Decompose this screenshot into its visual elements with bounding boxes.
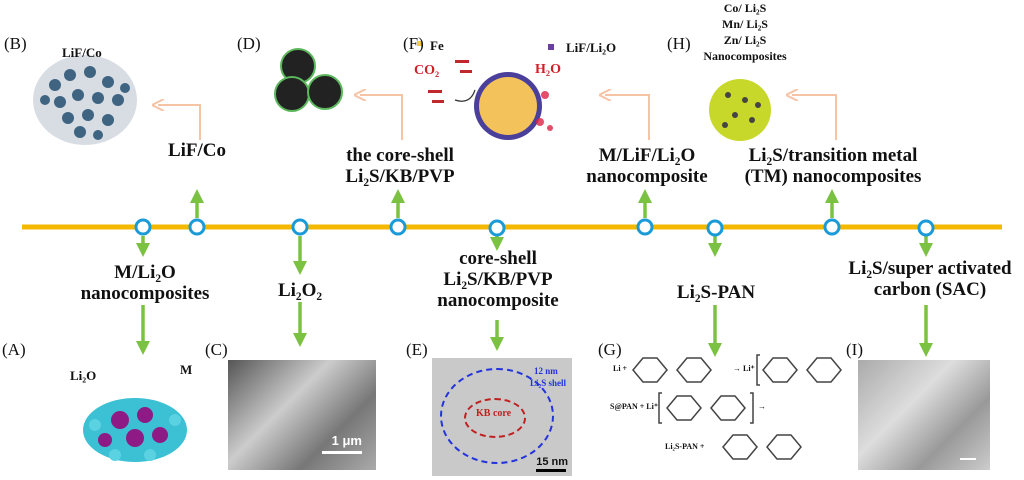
- legend-lif-li2o: LiF/Li₂O: [566, 40, 617, 55]
- label-m-marker: M: [180, 362, 193, 377]
- label-li2o-marker: Li₂O: [70, 368, 97, 383]
- shell-outline: [440, 368, 554, 464]
- h-line: Nanocomposites: [703, 49, 787, 63]
- eq2-arrow: →: [758, 402, 766, 411]
- m-li2o-particles-image: [83, 398, 187, 462]
- label-line: Li₂S/super activated: [848, 258, 1012, 279]
- label-m-lif-li2o: M/LiF/Li₂O nanocomposite: [586, 145, 707, 187]
- panel-tag-b: (B): [4, 34, 27, 53]
- label-lif-co: LiF/Co: [167, 140, 227, 161]
- label-line: the core-shell: [346, 145, 454, 166]
- label-kb-core: KB core: [476, 408, 512, 419]
- eq1-left: Li +: [613, 364, 628, 373]
- scale-label: 1 μm: [331, 433, 362, 448]
- sem-image-sac: [858, 360, 990, 470]
- core-shell-particles-image: [274, 48, 343, 112]
- eq1-right: → Li⁺: [733, 364, 755, 373]
- timeline-nodes: [134, 218, 935, 237]
- scale-bar: [322, 451, 362, 454]
- label-line: nanocomposite: [437, 290, 559, 311]
- sem-image-li2o2: 1 μm: [228, 360, 376, 470]
- label-li2o2: Li₂O₂: [277, 280, 323, 301]
- scale-bar: [536, 469, 566, 472]
- label-li2s-pan: Li₂S-PAN: [676, 282, 756, 303]
- label-line: nanocomposites: [80, 283, 210, 304]
- tm-nanocomposite-sphere-image: [709, 79, 771, 141]
- fe-nanoparticle-image: [417, 41, 554, 140]
- label-li2s-shell: Li₂S shell: [530, 378, 566, 388]
- label-co2: CO₂: [414, 63, 440, 78]
- label-line: M/Li₂O: [114, 262, 176, 283]
- tem-image-core-shell: KB core 12 nm Li₂S shell 15 nm: [432, 358, 572, 476]
- h-line: Co/ Li₂S: [723, 1, 767, 15]
- label-h2o: H₂O: [535, 62, 561, 77]
- panel-tag-a: (A): [2, 340, 26, 359]
- biphenyl-structures: [632, 354, 842, 460]
- panel-tag-d: (D): [237, 34, 261, 53]
- h-line: Mn/ Li₂S: [722, 17, 768, 31]
- label-line: Li₂S/transition metal: [748, 145, 918, 166]
- label-line: Li₂S/KB/PVP: [345, 166, 455, 187]
- panel-tag-c: (C): [205, 340, 228, 359]
- label-line: carbon (SAC): [873, 279, 987, 300]
- lifco-cluster-image: [33, 55, 137, 145]
- label-line: (TM) nanocomposites: [744, 166, 922, 187]
- panel-tag-e: (E): [406, 340, 428, 359]
- panel-tag-f: (F): [403, 34, 424, 53]
- label-li2s-tm: Li₂S/transition metal (TM) nanocomposite…: [745, 145, 922, 187]
- label-core-shell-li2s-kb-pvp: the core-shell Li₂S/KB/PVP: [345, 145, 454, 187]
- core-outline: [464, 398, 526, 438]
- eq2-left: S@PAN + Li⁺: [610, 402, 659, 411]
- eq3-left: Li₂S-PAN +: [665, 442, 705, 451]
- panel-tag-h: (H): [667, 34, 691, 53]
- label-line: M/LiF/Li₂O: [598, 145, 696, 166]
- legend-fe: Fe: [430, 38, 444, 53]
- panel-b-title: LiF/Co: [62, 45, 102, 60]
- panel-tag-i: (I): [846, 340, 863, 359]
- h-line: Zn/ Li₂S: [723, 33, 767, 47]
- panel-h-title: Co/ Li₂S Mn/ Li₂S Zn/ Li₂S Nanocomposite…: [700, 0, 790, 64]
- scale-label: 15 nm: [536, 456, 568, 468]
- panel-tag-g: (G): [598, 340, 622, 359]
- scale-bar: [960, 458, 976, 460]
- label-shell-thickness: 12 nm: [534, 366, 558, 376]
- label-line: nanocomposite: [586, 166, 708, 187]
- label-line: Li₂S/KB/PVP: [443, 269, 553, 290]
- label-line: core-shell: [459, 248, 537, 269]
- label-core-shell-nanocomposite: core-shell Li₂S/KB/PVP nanocomposite: [437, 248, 558, 311]
- label-li2s-sac: Li₂S/super activated carbon (SAC): [848, 258, 1011, 300]
- label-m-li2o: M/Li₂O nanocomposites: [81, 262, 210, 304]
